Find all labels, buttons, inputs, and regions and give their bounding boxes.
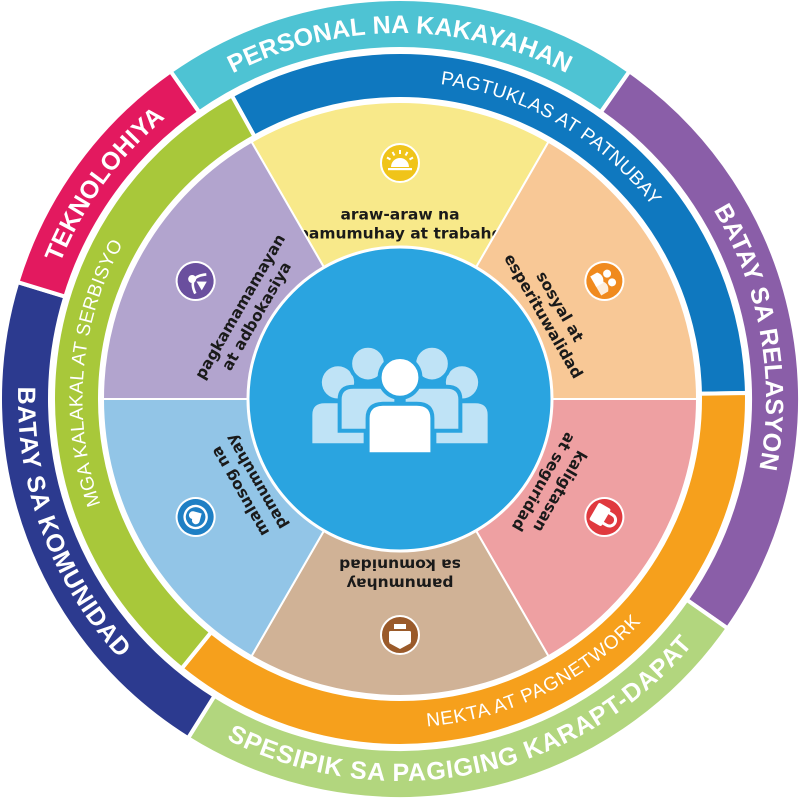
outer-segment-teknolohiya-band [14,68,203,300]
inner-segment-kalakal-band [51,92,258,672]
people-icon [584,261,625,301]
center-circle [246,245,554,553]
advocacy-icon [175,261,216,301]
lock-icon [584,497,625,537]
segment-pamumuhay-komunidad-line-1: sa komunidad [339,556,461,574]
outer-segment-personal: PERSONAL NA KAKAYAHAN [167,0,633,116]
health-icon [175,497,216,537]
segment-araw-araw-line-1: pamumuhay at trabaho [298,225,502,243]
segment-araw-araw-line-0: araw-araw na [340,206,459,224]
community-icon [380,615,420,655]
segment-pamumuhay-komunidad-line-0: pamumuhay [346,575,453,593]
sunrise-icon [380,143,420,183]
group-people-icon [312,343,488,457]
